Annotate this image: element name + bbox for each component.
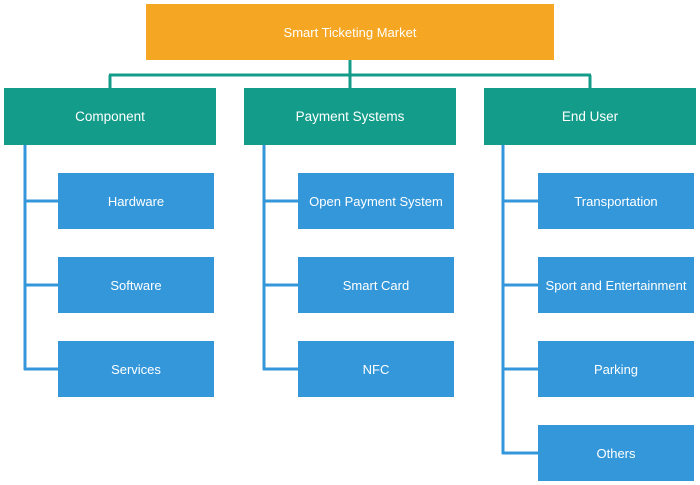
item-parking: Parking [538, 341, 694, 397]
category-component: Component [4, 88, 216, 145]
item-nfc: NFC [298, 341, 454, 397]
item-transportation: Transportation [538, 173, 694, 229]
item-software: Software [58, 257, 214, 313]
item-smart-card: Smart Card [298, 257, 454, 313]
item-services: Services [58, 341, 214, 397]
item-open-payment-system: Open Payment System [298, 173, 454, 229]
item-sport-and-entertainment: Sport and Entertainment [538, 257, 694, 313]
root-node: Smart Ticketing Market [146, 4, 554, 60]
item-hardware: Hardware [58, 173, 214, 229]
category-payment-systems: Payment Systems [244, 88, 456, 145]
item-others: Others [538, 425, 694, 481]
category-end-user: End User [484, 88, 696, 145]
